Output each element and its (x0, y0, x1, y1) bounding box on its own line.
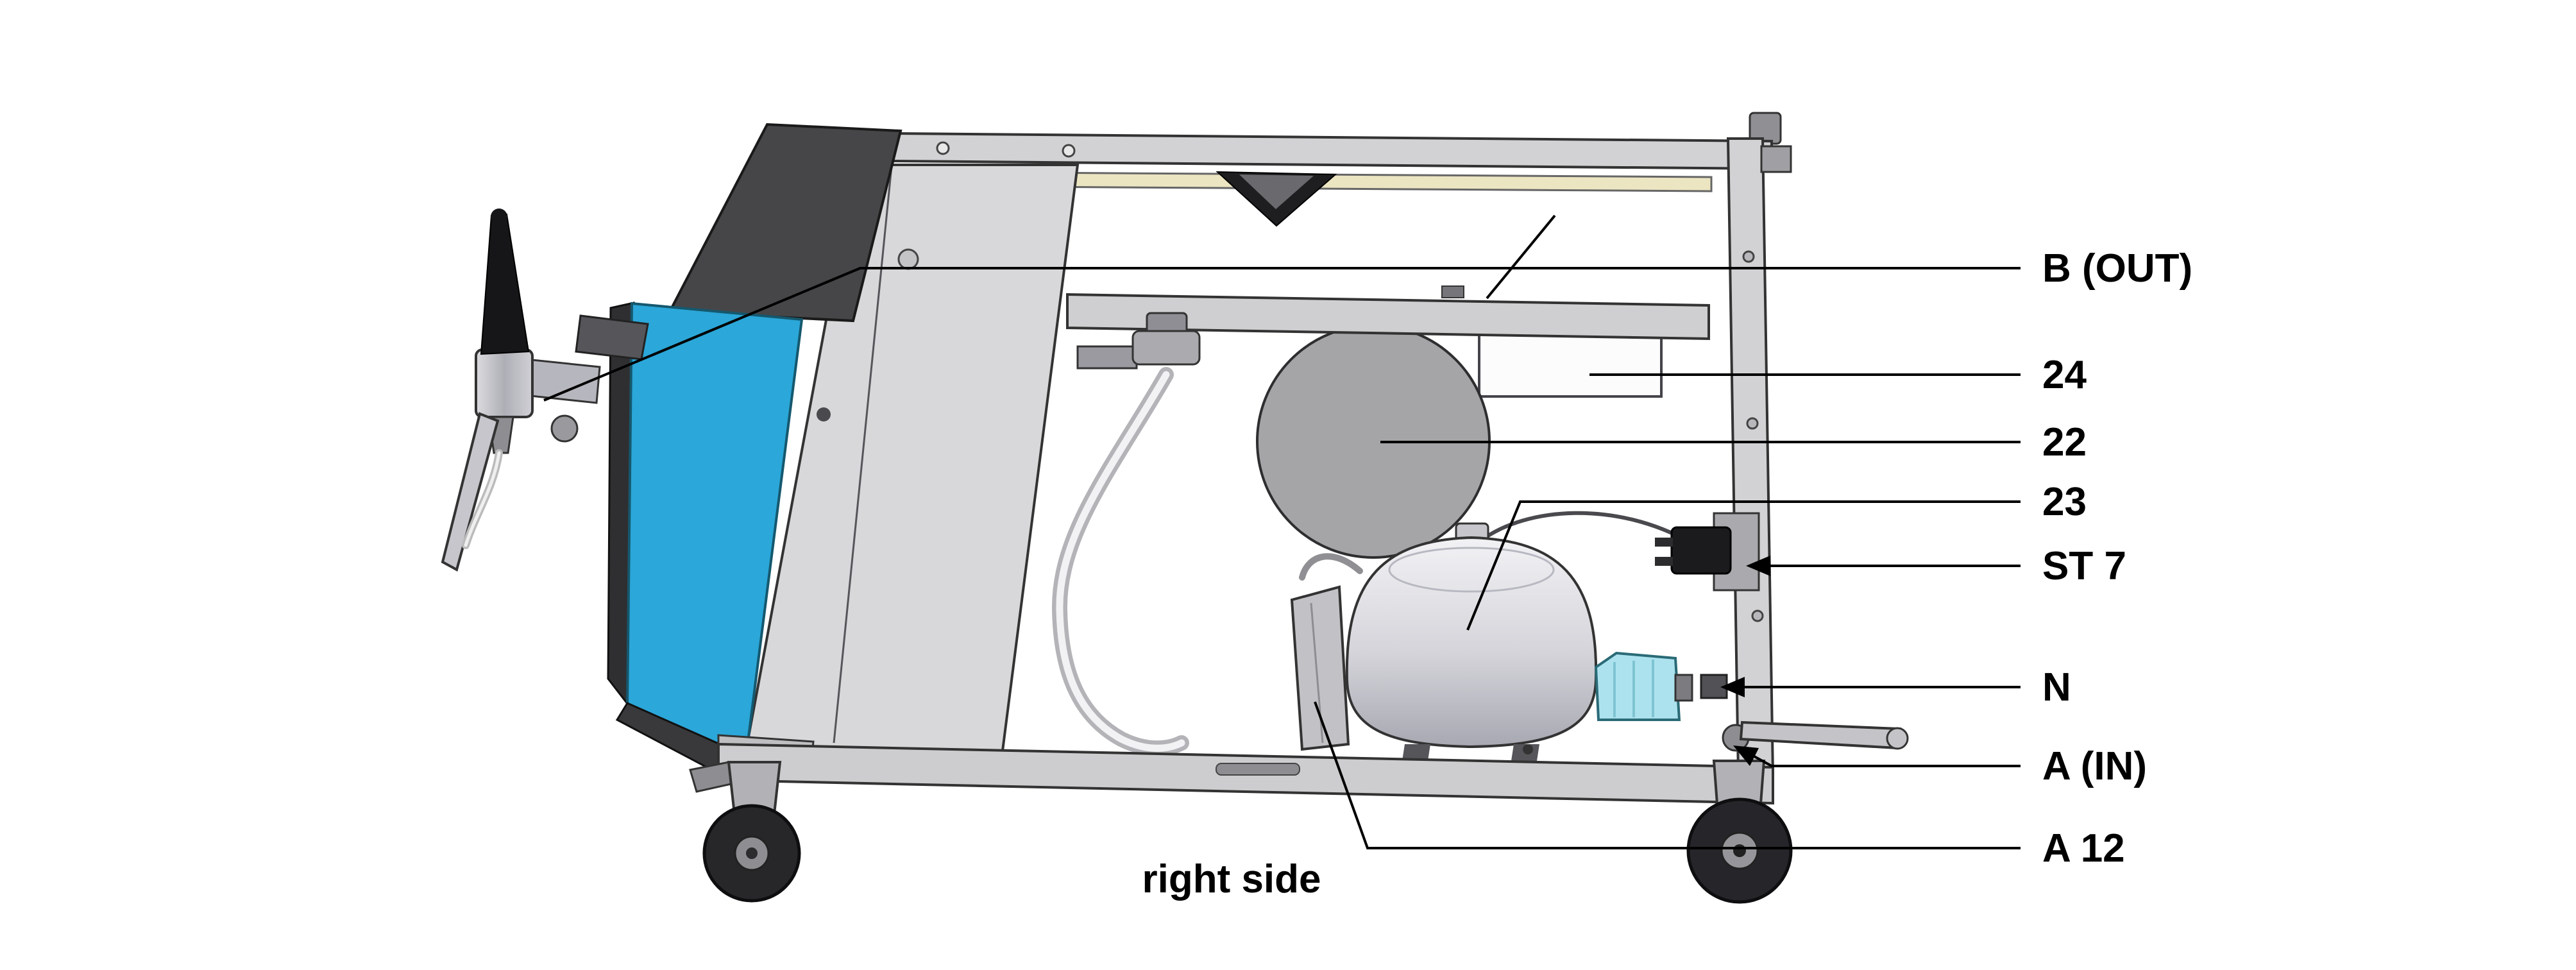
st7-prong (1655, 538, 1673, 547)
post-hinge (1760, 145, 1792, 173)
compressor-bolt-icon (1523, 744, 1533, 754)
rear-axle (1733, 844, 1746, 857)
arrowhead-a-in-icon (1733, 745, 1759, 766)
leader-b-out (543, 267, 2021, 402)
compressor-seam (1388, 547, 1555, 593)
callout-label-24: 24 (2042, 353, 2087, 397)
compressor-body (1345, 536, 1598, 749)
hose-inner (1056, 371, 1185, 752)
belt-guide-inner (1239, 174, 1314, 209)
tap-handle (480, 213, 530, 355)
leader-b-out-tick (1486, 214, 1556, 300)
callout-label-a-in: A (IN) (2042, 744, 2147, 788)
bracket-a12-plate (1290, 585, 1350, 751)
tap-assembly (441, 208, 649, 572)
arrowhead-st7-icon (1746, 556, 1770, 576)
caster-brake (689, 761, 733, 793)
cabinet (607, 123, 902, 780)
bracket-a12 (1290, 585, 1350, 751)
leader-23 (1466, 500, 2021, 631)
caster-wheel-front (689, 761, 801, 903)
leader-a12 (1314, 701, 2021, 849)
internal-hose (1051, 312, 1201, 756)
right-post (1726, 137, 1775, 776)
inlet-a-in (1722, 720, 1909, 752)
callout-label-23: 23 (2042, 480, 2087, 524)
callout-label-n: N (2042, 665, 2071, 710)
arrowhead-n-icon (1720, 677, 1745, 697)
screw-icon (1742, 250, 1755, 263)
screw-icon (1062, 144, 1076, 158)
caster-axle (746, 847, 758, 859)
callout-label-st7: ST 7 (2042, 544, 2126, 588)
callout-label-22: 22 (2042, 420, 2087, 464)
compressor-foot (1402, 744, 1430, 761)
compressor-wire (1480, 511, 1692, 545)
screw-icon (936, 141, 950, 155)
base-slot (1216, 763, 1300, 776)
inlet-handle-end (1886, 727, 1909, 750)
cross-bar (1066, 293, 1710, 341)
mid-cross-bar (1066, 285, 1710, 341)
compressor-23 (1299, 511, 1692, 761)
screw-icon (1751, 609, 1764, 622)
leader-lines (543, 214, 2021, 849)
pump-body-cyan (1594, 651, 1681, 721)
frame-right-post (1726, 137, 1792, 776)
tap-lever (441, 412, 500, 572)
pump-outlet (1674, 674, 1693, 702)
callout-label-b-out: B (OUT) (2042, 246, 2193, 291)
tap-body (475, 348, 534, 418)
tap-valve-knob (550, 414, 579, 443)
tap-drip-tube-highlight (464, 451, 501, 547)
panel-seam (833, 166, 893, 744)
st7-plug (1670, 526, 1732, 575)
cabinet-top-panel (667, 123, 902, 323)
hose-fitting (1131, 330, 1201, 366)
tap-handle-tip (491, 208, 507, 225)
bar-tab (1441, 285, 1464, 298)
panel-hole (897, 248, 919, 270)
compressor-tube (1299, 553, 1363, 581)
screw-icon (1746, 417, 1759, 430)
connector-st7 (1655, 512, 1760, 591)
panel-latch (817, 407, 831, 421)
hose-pipe-stub (1076, 345, 1138, 370)
tap-mount (575, 314, 649, 361)
st7-prong (1655, 557, 1673, 566)
pump-motor (1594, 651, 1728, 721)
callout-label-a12: A 12 (2042, 826, 2125, 871)
figure-caption: right side (1142, 857, 1321, 901)
top-beam (892, 132, 1773, 171)
leader-a-in (1745, 751, 2021, 767)
